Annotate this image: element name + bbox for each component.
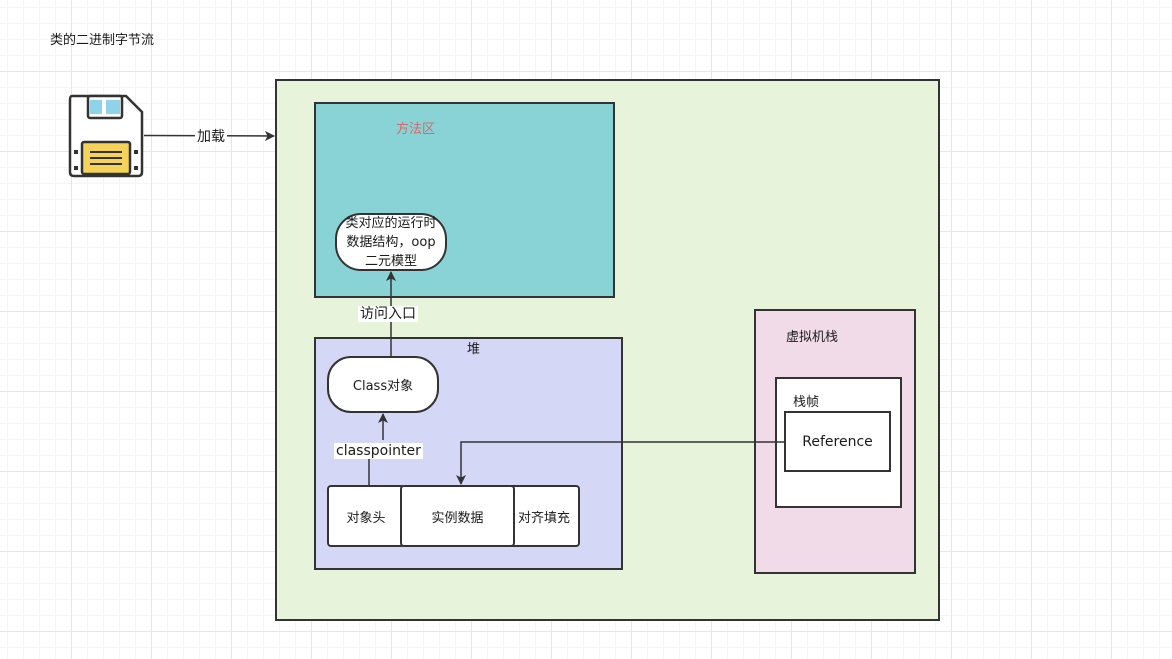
classpointer-edge-label: classpointer (334, 443, 423, 459)
padding-cell: 对齐填充 (508, 485, 580, 547)
vm-stack-title: 虚拟机栈 (786, 330, 839, 345)
object-header-cell: 对象头 (327, 485, 405, 547)
access-edge-label: 访问入口 (358, 306, 418, 322)
floppy-disk-icon (68, 94, 144, 178)
load-edge-label: 加载 (195, 129, 227, 145)
reference-node: Reference (784, 411, 891, 472)
binary-stream-label: 类的二进制字节流 (49, 33, 154, 48)
method-area-title: 方法区 (396, 122, 436, 137)
runtime-structure-node: 类对应的运行时数据结构，oop二元模型 (335, 213, 447, 271)
class-object-node: Class对象 (327, 356, 439, 413)
instance-data-cell: 实例数据 (400, 485, 515, 547)
heap-title: 堆 (467, 342, 481, 357)
reference-edge (456, 441, 784, 485)
stack-frame-title: 栈帧 (793, 395, 820, 410)
